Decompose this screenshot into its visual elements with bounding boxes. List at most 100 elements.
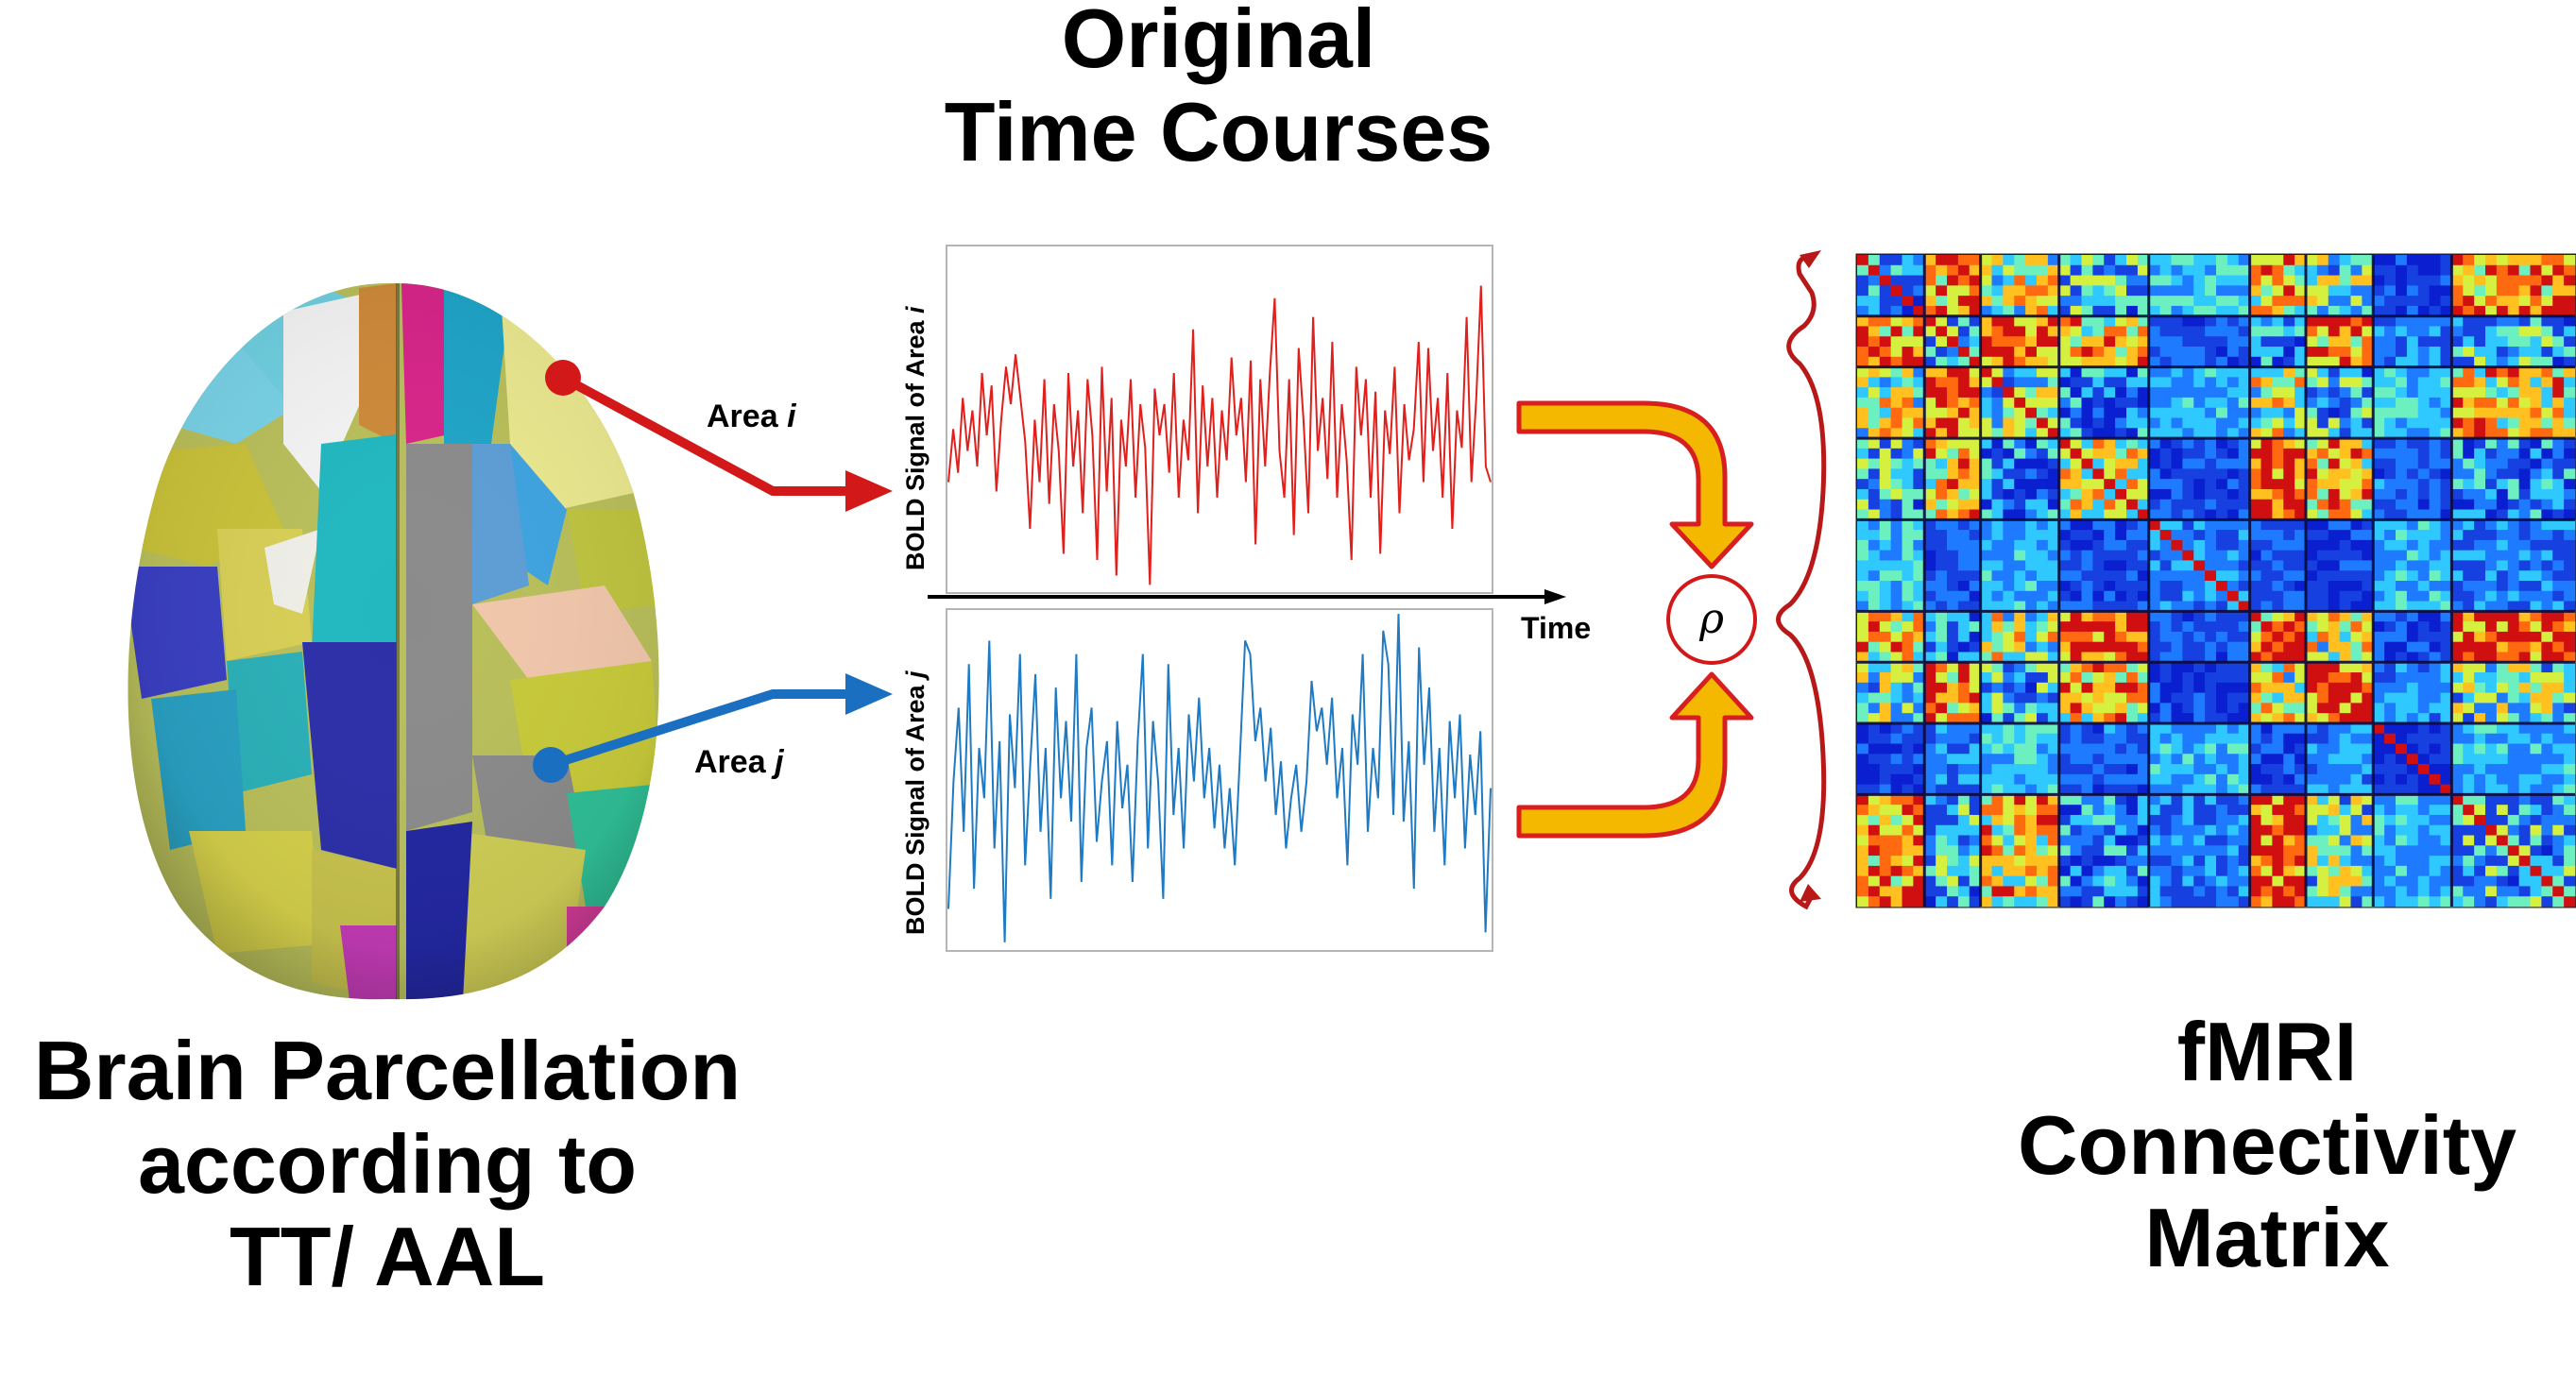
matrix-cell	[2283, 315, 2295, 327]
matrix-cell	[2226, 662, 2240, 673]
matrix-cell	[2406, 814, 2419, 826]
matrix-cell	[2429, 814, 2441, 826]
matrix-cell	[2440, 814, 2452, 826]
matrix-cell	[1969, 275, 1982, 286]
matrix-cell	[2014, 488, 2026, 500]
matrix-cell	[2429, 448, 2441, 460]
matrix-cell	[2463, 754, 2475, 765]
matrix-cell	[2518, 488, 2531, 500]
matrix-cell	[2193, 856, 2206, 867]
matrix-cell	[2260, 672, 2273, 684]
matrix-cell	[2518, 255, 2531, 266]
matrix-cell	[2104, 438, 2116, 450]
matrix-cell	[2126, 814, 2139, 826]
matrix-cell	[2295, 875, 2307, 887]
matrix-cell	[2530, 692, 2542, 704]
matrix-cell	[1969, 387, 1982, 399]
matrix-cell	[2003, 356, 2015, 367]
matrix-cell	[2474, 499, 2486, 510]
matrix-cell	[2429, 438, 2441, 450]
matrix-cell	[2081, 845, 2093, 857]
matrix-cell	[2182, 550, 2194, 561]
matrix-cell	[2092, 458, 2105, 469]
matrix-cell	[2238, 764, 2251, 775]
matrix-cell	[2081, 733, 2093, 744]
matrix-cell	[2126, 428, 2139, 439]
matrix-cell	[2328, 255, 2341, 266]
matrix-cell	[2137, 611, 2150, 622]
matrix-cell	[1879, 468, 1892, 480]
matrix-cell	[2025, 722, 2038, 735]
matrix-cell	[2238, 713, 2251, 724]
matrix-cell	[2496, 509, 2509, 520]
matrix-cell	[2406, 601, 2419, 612]
matrix-cell	[2205, 621, 2217, 633]
matrix-cell	[2216, 356, 2228, 367]
matrix-cell	[1947, 377, 1959, 388]
matrix-cell	[2126, 611, 2139, 622]
matrix-cell	[2350, 743, 2363, 755]
matrix-cell	[2070, 764, 2082, 775]
matrix-cell	[2025, 499, 2038, 510]
matrix-cell	[1991, 692, 2004, 704]
matrix-cell	[2137, 814, 2150, 826]
matrix-cell	[2316, 407, 2329, 418]
matrix-cell	[2328, 397, 2341, 409]
matrix-cell	[2507, 407, 2520, 418]
matrix-cell	[2496, 479, 2509, 490]
matrix-cell	[2115, 794, 2127, 806]
matrix-cell	[1902, 377, 1914, 388]
matrix-cell	[2396, 713, 2408, 724]
matrix-cell	[2518, 713, 2531, 724]
title-line-2: according to	[137, 1116, 638, 1211]
matrix-cell	[1991, 356, 2004, 367]
matrix-cell	[1957, 886, 1970, 897]
matrix-cell	[2182, 703, 2194, 714]
matrix-cell	[2193, 530, 2206, 541]
matrix-cell	[2249, 611, 2261, 622]
matrix-cell	[1980, 488, 1992, 500]
matrix-cell	[2406, 692, 2419, 704]
matrix-cell	[2373, 652, 2385, 663]
matrix-cell	[2485, 488, 2498, 500]
matrix-cell	[2182, 539, 2194, 551]
matrix-cell	[2552, 315, 2565, 327]
matrix-cell	[2115, 672, 2127, 684]
matrix-cell	[2238, 468, 2251, 480]
matrix-cell	[2260, 530, 2273, 541]
matrix-cell	[2373, 631, 2385, 643]
matrix-cell	[2092, 875, 2105, 887]
matrix-cell	[2564, 296, 2576, 307]
matrix-cell	[2474, 621, 2486, 633]
matrix-cell	[1957, 590, 1970, 602]
matrix-cell	[2552, 733, 2565, 744]
matrix-cell	[2182, 590, 2194, 602]
matrix-cell	[1991, 407, 2004, 418]
matrix-cell	[2171, 315, 2183, 327]
matrix-cell	[2362, 326, 2374, 337]
matrix-cell	[1980, 285, 1992, 297]
matrix-cell	[2463, 255, 2475, 266]
matrix-cell	[1913, 519, 1925, 531]
matrix-cell	[1924, 479, 1936, 490]
matrix-cell	[2182, 631, 2194, 643]
matrix-cell	[2003, 713, 2015, 724]
matrix-cell	[2104, 621, 2116, 633]
matrix-cell	[2530, 356, 2542, 367]
matrix-cell	[1857, 448, 1869, 460]
matrix-cell	[2171, 264, 2183, 276]
matrix-cell	[1947, 733, 1959, 744]
matrix-cell	[2137, 366, 2150, 378]
matrix-cell	[2148, 611, 2161, 622]
matrix-cell	[1890, 315, 1902, 327]
matrix-cell	[2047, 264, 2060, 276]
matrix-cell	[1879, 397, 1892, 409]
matrix-cell	[2485, 824, 2498, 836]
matrix-cell	[2406, 824, 2419, 836]
matrix-cell	[2070, 773, 2082, 786]
matrix-cell	[2406, 468, 2419, 480]
matrix-cell	[2159, 448, 2172, 460]
matrix-cell	[2384, 713, 2397, 724]
matrix-cell	[1879, 326, 1892, 337]
matrix-cell	[2451, 560, 2464, 571]
